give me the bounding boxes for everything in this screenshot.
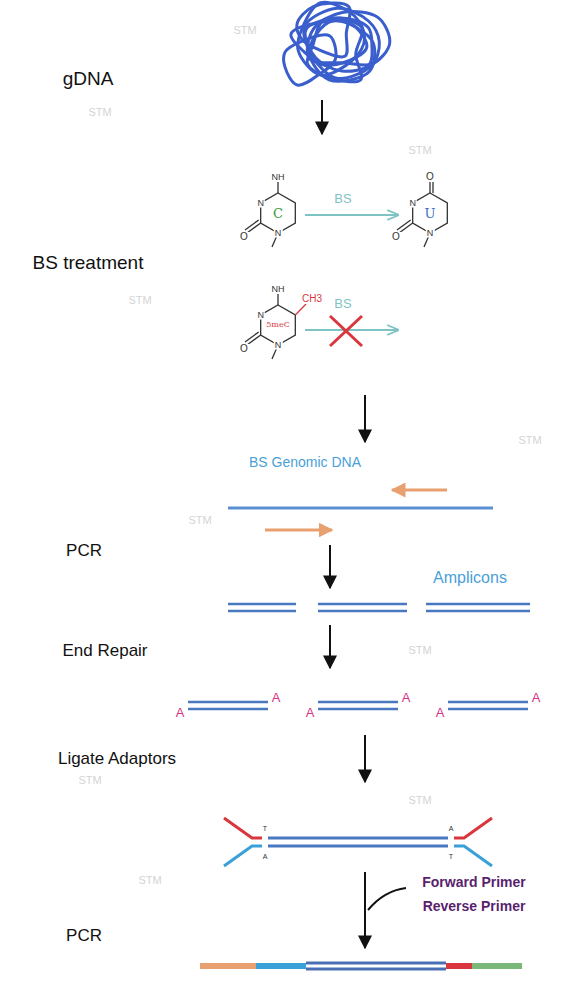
dna-label: BS Genomic DNA bbox=[249, 455, 361, 469]
cross-mark bbox=[330, 316, 362, 346]
atom-label: O bbox=[239, 344, 249, 354]
primer-label: Reverse Primer bbox=[423, 899, 526, 913]
step-arrow bbox=[364, 735, 366, 782]
a-tail: A bbox=[176, 706, 185, 719]
base-label: U bbox=[425, 207, 436, 220]
watermark: STM bbox=[78, 775, 101, 786]
a-tail: A bbox=[306, 706, 315, 719]
pyrimidine-ring bbox=[397, 182, 447, 247]
end-repaired-amplicons bbox=[188, 702, 528, 709]
final-library bbox=[200, 963, 522, 969]
base-label: C bbox=[273, 207, 283, 220]
base-label: 5meC bbox=[266, 321, 290, 329]
reagent-label: BS bbox=[334, 297, 351, 310]
conversion-arrow bbox=[305, 214, 398, 216]
watermark: STM bbox=[518, 435, 541, 446]
blocked-arrow bbox=[305, 329, 398, 331]
atom-label: N bbox=[256, 311, 265, 320]
atom-label: NH bbox=[271, 285, 286, 294]
dna-label: Amplicons bbox=[433, 570, 507, 586]
watermark: STM bbox=[408, 145, 431, 156]
step-arrow bbox=[321, 100, 323, 134]
watermark: STM bbox=[88, 107, 111, 118]
atom-label: NH bbox=[271, 173, 286, 182]
primer-arrow bbox=[368, 888, 406, 910]
step-label: gDNA bbox=[63, 69, 114, 88]
primer-label: Forward Primer bbox=[422, 875, 525, 889]
reverse-primer bbox=[392, 489, 447, 492]
a-tail: A bbox=[402, 691, 411, 704]
gdna-coil bbox=[284, 2, 390, 85]
a-tail: A bbox=[436, 706, 445, 719]
overhang-base: T bbox=[263, 825, 267, 832]
watermark: STM bbox=[188, 515, 211, 526]
adapter-ligated-fragment bbox=[224, 818, 492, 866]
bs-genomic-dna bbox=[228, 507, 493, 510]
watermark: STM bbox=[408, 645, 431, 656]
amplicons bbox=[228, 604, 530, 611]
step-label: PCR bbox=[66, 927, 102, 944]
step-arrow bbox=[329, 625, 331, 668]
watermark: STM bbox=[408, 795, 431, 806]
overhang-base: A bbox=[449, 825, 454, 832]
overhang-base: T bbox=[449, 853, 453, 860]
step-label: Ligate Adaptors bbox=[58, 750, 176, 767]
dna-strand bbox=[307, 12, 390, 66]
a-tail: A bbox=[532, 691, 541, 704]
step-label: PCR bbox=[66, 542, 102, 559]
a-tail: A bbox=[272, 691, 281, 704]
atom-label: N bbox=[426, 229, 435, 238]
atom-label: N bbox=[274, 229, 283, 238]
watermark: STM bbox=[128, 295, 151, 306]
watermark: STM bbox=[138, 875, 161, 886]
step-label: BS treatment bbox=[33, 253, 144, 272]
pyrimidine-ring bbox=[245, 182, 295, 247]
forward-primer bbox=[265, 529, 332, 532]
nucleobase-structures bbox=[245, 182, 447, 359]
step-label: End Repair bbox=[62, 642, 147, 659]
step-arrow bbox=[364, 872, 366, 948]
methyl-label: CH3 bbox=[301, 294, 323, 304]
atom-label: O bbox=[425, 172, 435, 182]
pyrimidine-ring bbox=[245, 294, 306, 359]
atom-label: N bbox=[256, 199, 265, 208]
overhang-base: A bbox=[263, 853, 268, 860]
atom-label: N bbox=[408, 199, 417, 208]
step-arrow bbox=[364, 395, 366, 442]
atom-label: O bbox=[391, 232, 401, 242]
reagent-label: BS bbox=[334, 192, 351, 205]
atom-label: N bbox=[274, 341, 283, 350]
watermark: STM bbox=[233, 25, 256, 36]
step-arrows bbox=[322, 100, 365, 948]
atom-label: O bbox=[239, 232, 249, 242]
step-arrow bbox=[329, 545, 331, 588]
